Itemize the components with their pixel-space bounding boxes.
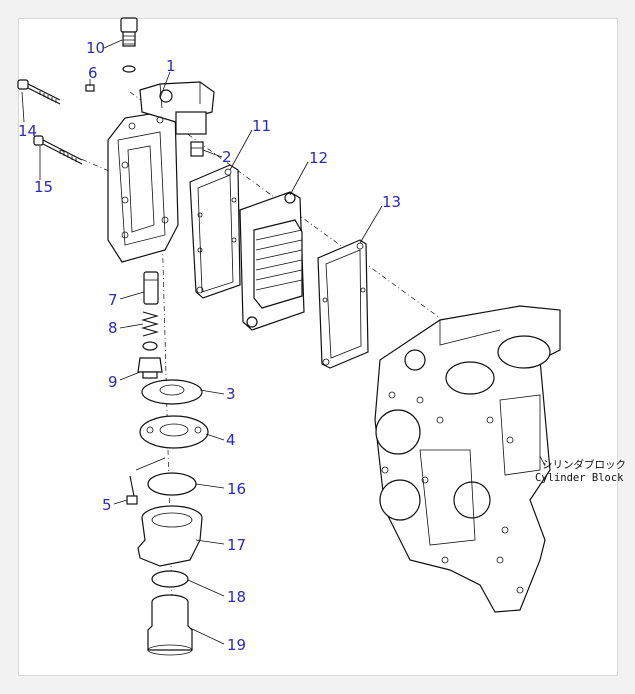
label-18: 18 bbox=[227, 588, 246, 606]
label-5: 5 bbox=[102, 496, 112, 514]
label-9: 9 bbox=[108, 373, 118, 391]
label-10: 10 bbox=[86, 39, 105, 57]
label-3: 3 bbox=[226, 385, 236, 403]
caption-japanese: シリンダブロック bbox=[542, 458, 626, 471]
label-12: 12 bbox=[309, 149, 328, 167]
label-2: 2 bbox=[222, 148, 232, 166]
label-7: 7 bbox=[108, 291, 118, 309]
part-16-o-ring bbox=[147, 472, 197, 496]
label-19: 19 bbox=[227, 636, 246, 654]
label-13: 13 bbox=[382, 193, 401, 211]
label-8: 8 bbox=[108, 319, 118, 337]
part-7-pin bbox=[143, 271, 159, 305]
part-9-plug bbox=[137, 341, 163, 379]
part-3-thermostat bbox=[141, 379, 203, 405]
label-11: 11 bbox=[252, 117, 271, 135]
leader-lines bbox=[21, 39, 546, 645]
caption-english: Cylinder Block bbox=[535, 472, 624, 484]
cylinder-block bbox=[374, 305, 561, 613]
part-18-o-ring bbox=[151, 570, 189, 588]
part-1-cooler-cover bbox=[107, 81, 215, 263]
label-15: 15 bbox=[34, 178, 53, 196]
label-1: 1 bbox=[166, 57, 176, 75]
part-number-labels: 10 6 1 14 15 2 11 12 13 7 8 9 3 4 5 16 1… bbox=[18, 39, 401, 654]
part-17-case bbox=[137, 505, 203, 567]
part-11-gasket bbox=[189, 164, 241, 299]
label-16: 16 bbox=[227, 480, 246, 498]
part-10-plug bbox=[120, 17, 138, 73]
part-4-thermostat-housing bbox=[139, 415, 209, 449]
label-14: 14 bbox=[18, 122, 37, 140]
part-12-cooler-element bbox=[239, 191, 305, 331]
label-4: 4 bbox=[226, 431, 236, 449]
part-13-gasket bbox=[317, 239, 369, 369]
label-17: 17 bbox=[227, 536, 246, 554]
label-6: 6 bbox=[88, 64, 98, 82]
part-19-filter bbox=[147, 594, 193, 656]
part-8-spring bbox=[140, 311, 160, 337]
part-2-nipple bbox=[190, 141, 204, 157]
cylinder-block-caption: シリンダブロック Cylinder Block bbox=[535, 458, 626, 484]
part-14-bolt bbox=[17, 79, 61, 105]
part-15-bolt bbox=[33, 135, 83, 165]
